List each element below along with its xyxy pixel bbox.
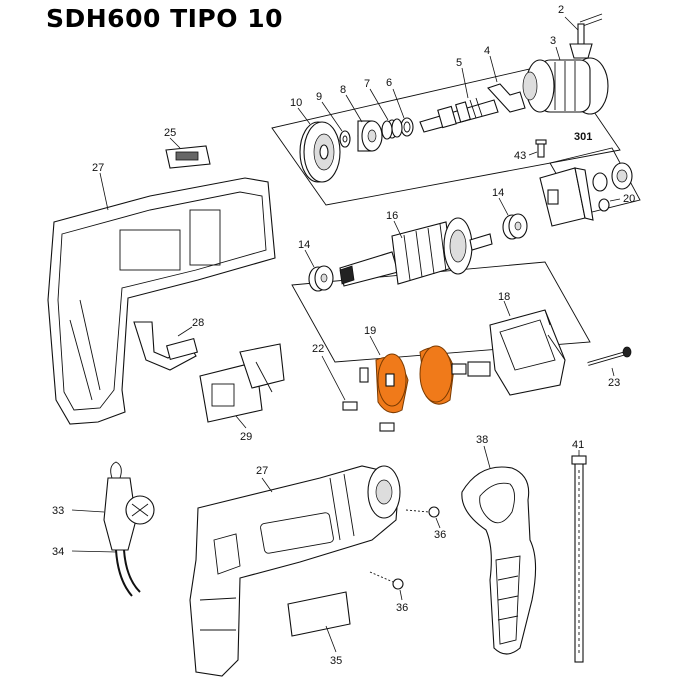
bearing-part-8[interactable]	[357, 120, 383, 152]
gear-housing-part[interactable]	[539, 162, 633, 227]
leader-line	[321, 355, 346, 401]
label-part-33: 33	[52, 505, 64, 517]
armature-part[interactable]	[339, 217, 493, 287]
label-part-36-upper: 36	[434, 529, 446, 541]
leader-line	[399, 589, 403, 601]
leader-line	[503, 300, 511, 317]
power-cord-part[interactable]	[115, 549, 141, 597]
rating-label-part[interactable]	[165, 145, 211, 169]
label-part-18: 18	[498, 291, 510, 303]
spring-part[interactable]	[381, 118, 403, 140]
long-screw-part[interactable]	[587, 346, 632, 366]
label-part-301: 301	[574, 131, 592, 143]
label-part-36-lower: 36	[396, 602, 408, 614]
leader-line	[393, 220, 403, 239]
side-handle-part[interactable]	[461, 466, 537, 655]
label-part-9: 9	[316, 91, 322, 103]
leader-line	[483, 445, 491, 469]
label-part-20: 20	[623, 193, 635, 205]
leader-line	[498, 197, 509, 216]
brush-holder-part[interactable]	[359, 345, 467, 414]
leader-line	[304, 249, 315, 268]
leader-line	[99, 172, 109, 211]
housing-half-part-upper[interactable]	[47, 177, 276, 425]
leader-line	[369, 335, 381, 356]
label-part-8: 8	[340, 84, 346, 96]
label-part-19: 19	[364, 325, 376, 337]
housing-half-part-lower[interactable]	[189, 465, 401, 677]
trigger-switch-part[interactable]	[199, 343, 285, 423]
cord-guard-part[interactable]	[103, 461, 155, 551]
bearing-part-14-lower[interactable]	[308, 265, 334, 292]
screw-part-36-upper[interactable]	[405, 506, 440, 518]
bearing-part-14-upper[interactable]	[502, 213, 528, 240]
leader-line	[435, 517, 441, 529]
leader-line	[564, 16, 579, 31]
leader-line	[489, 55, 498, 83]
leader-line	[321, 101, 343, 132]
gearbox-assembly-frame	[271, 61, 621, 206]
label-part-14-lower: 14	[298, 239, 310, 251]
label-part-10: 10	[290, 97, 302, 109]
leader-line	[297, 107, 311, 125]
leader-line	[528, 151, 538, 156]
label-part-22: 22	[312, 343, 324, 355]
leader-line	[235, 415, 247, 429]
spindle-part[interactable]	[419, 97, 499, 133]
label-part-5: 5	[456, 57, 462, 69]
label-part-23: 23	[608, 377, 620, 389]
clip-part-4[interactable]	[487, 83, 526, 113]
label-part-27-lower: 27	[256, 465, 268, 477]
label-part-3: 3	[550, 35, 556, 47]
label-part-29: 29	[240, 431, 252, 443]
leader-line	[177, 326, 193, 337]
leader-line	[392, 88, 405, 119]
drill-chuck-part[interactable]	[522, 57, 609, 115]
label-part-6: 6	[386, 77, 392, 89]
leader-line	[169, 137, 181, 149]
leader-line	[609, 198, 621, 202]
label-part-27-upper: 27	[92, 162, 104, 174]
gear-part[interactable]	[299, 121, 341, 183]
screw-part-36-lower[interactable]	[369, 571, 404, 590]
label-part-43: 43	[514, 150, 526, 162]
label-part-7: 7	[364, 78, 370, 90]
label-part-35: 35	[330, 655, 342, 667]
bearing-part-20[interactable]	[598, 198, 610, 212]
leader-line	[71, 550, 117, 553]
depth-gauge-part[interactable]	[571, 455, 587, 663]
leader-line	[369, 88, 389, 121]
label-part-4: 4	[484, 45, 490, 57]
circlip-part[interactable]	[400, 117, 414, 137]
label-part-41: 41	[572, 439, 584, 451]
diagram-title: SDH600 TIPO 10	[46, 4, 283, 33]
label-part-14-upper: 14	[492, 187, 504, 199]
switch-lever-part[interactable]	[133, 321, 199, 371]
carbon-brush-part[interactable]	[342, 401, 395, 432]
label-part-25: 25	[164, 127, 176, 139]
leader-line	[555, 46, 561, 61]
label-part-2: 2	[558, 4, 564, 16]
screw-part-43[interactable]	[535, 139, 547, 158]
leader-line	[345, 94, 363, 123]
chuck-key-part[interactable]	[569, 13, 603, 59]
leader-line	[461, 67, 469, 99]
stator-part[interactable]	[467, 309, 566, 396]
washer-part-9[interactable]	[339, 130, 351, 148]
label-part-34: 34	[52, 546, 64, 558]
label-part-38: 38	[476, 434, 488, 446]
leader-line	[261, 477, 273, 493]
side-label-part[interactable]	[287, 591, 351, 637]
leader-line	[325, 625, 337, 653]
leader-line	[71, 509, 105, 513]
label-part-16: 16	[386, 210, 398, 222]
label-part-28: 28	[192, 317, 204, 329]
leader-line	[611, 367, 615, 377]
